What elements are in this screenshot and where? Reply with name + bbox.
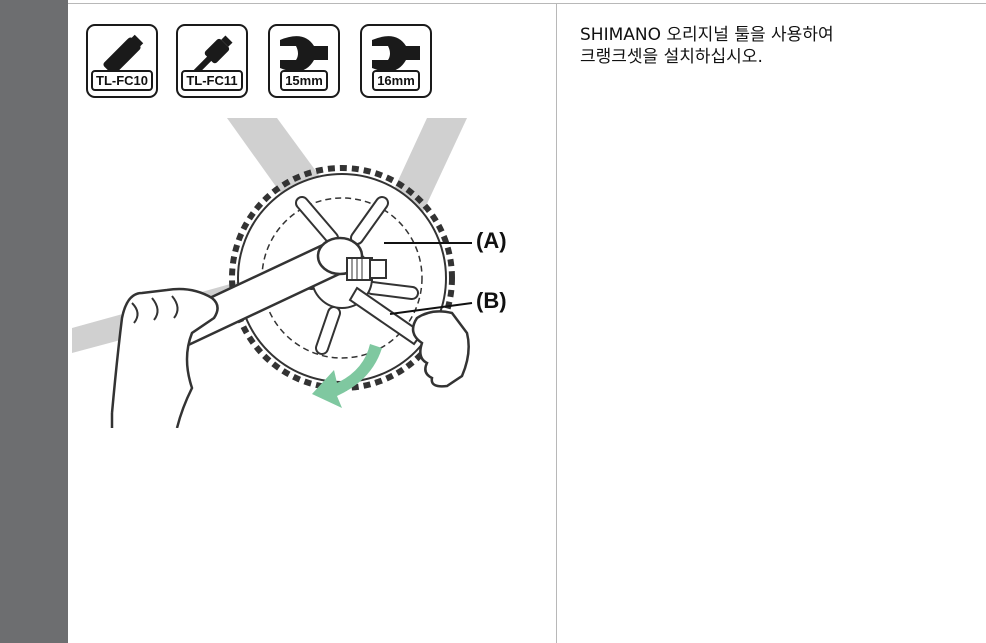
tighten-direction-arrow bbox=[312, 344, 382, 408]
tool-badge-16mm: 16mm bbox=[360, 24, 432, 98]
crank-bolt bbox=[346, 257, 387, 281]
tool-label: TL-FC10 bbox=[91, 70, 153, 91]
callout-label-a: (A) bbox=[476, 228, 507, 253]
right-hand bbox=[411, 310, 470, 388]
bottom-bracket-tool-icon bbox=[103, 34, 144, 75]
tool-badge-tl-fc10: TL-FC10 bbox=[86, 24, 158, 98]
column-divider bbox=[556, 3, 557, 643]
crankset-installation-illustration bbox=[72, 118, 473, 428]
instruction-line-2: 크랭크셋을 설치하십시오. bbox=[580, 47, 763, 67]
callout-label-b: (B) bbox=[476, 288, 507, 313]
wrench-icon bbox=[372, 36, 420, 72]
tool-badge-15mm: 15mm bbox=[268, 24, 340, 98]
wrench bbox=[348, 286, 424, 346]
top-rule bbox=[68, 3, 986, 4]
instruction-text: SHIMANO 오리지널 툴을 사용하여 크랭크셋을 설치하십시오. bbox=[580, 24, 960, 68]
section-sidebar bbox=[0, 0, 68, 643]
tool-label: TL-FC11 bbox=[181, 70, 243, 91]
instruction-line-1: SHIMANO 오리지널 툴을 사용하여 bbox=[580, 25, 834, 45]
tool-badge-tl-fc11: TL-FC11 bbox=[176, 24, 248, 98]
tool-label: 16mm bbox=[372, 70, 420, 91]
left-hand bbox=[110, 287, 219, 428]
tool-label: 15mm bbox=[280, 70, 328, 91]
wrench-icon bbox=[280, 36, 328, 72]
leader-line-b bbox=[389, 302, 473, 315]
